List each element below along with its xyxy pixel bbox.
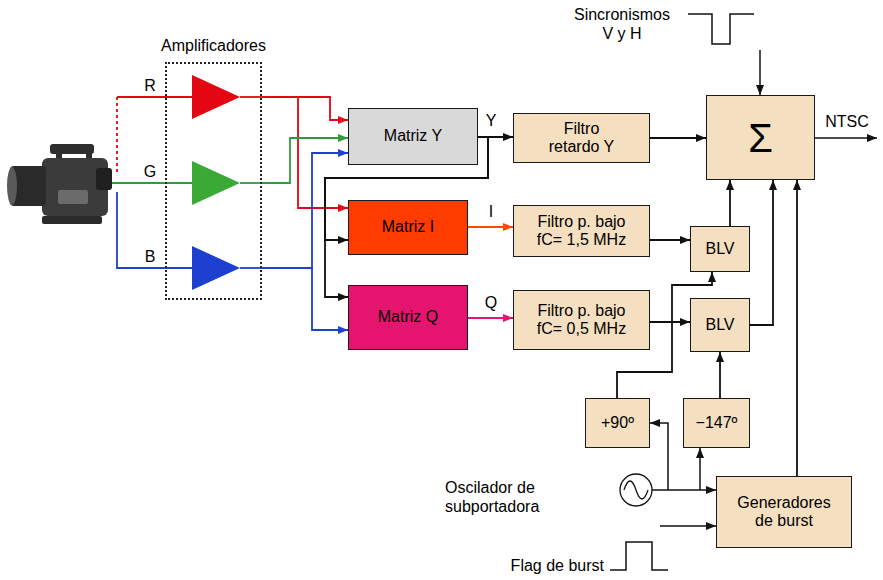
oscillator-wire	[652, 489, 716, 491]
camera-base	[42, 216, 102, 224]
output-label: NTSC	[822, 112, 872, 131]
signal-name: Y	[484, 112, 499, 130]
signal-connector	[262, 138, 348, 183]
box-label: Σ	[748, 118, 773, 158]
signal-connector	[650, 321, 690, 323]
box-label: BLV	[705, 316, 734, 334]
sync-label-holder: Sincronismos V y H	[570, 5, 674, 43]
lowpass-filter-box: Filtro p. bajo fC= 1,5 MHz	[513, 205, 650, 257]
oscillator-wire	[650, 423, 668, 490]
flag-pulse	[610, 542, 668, 570]
sync-symbol	[688, 14, 760, 95]
signal-connector	[262, 268, 348, 330]
amplifier-triangle	[192, 75, 240, 119]
burst-flag-symbol	[610, 526, 716, 570]
signal-connector	[262, 153, 348, 268]
sync-arrow	[759, 50, 761, 95]
matrix-box: Matriz Q	[348, 285, 468, 350]
signal-connector	[729, 180, 731, 226]
signal-name-holder: I	[487, 203, 495, 221]
signal-name: G	[143, 162, 157, 181]
lowpass-filter-box: Filtro p. bajo fC= 0,5 MHz	[513, 290, 650, 350]
signal-connector	[650, 239, 690, 241]
box-label: Filtro retardo Y	[544, 120, 619, 157]
signal-name-holder: R	[143, 76, 157, 95]
phase-shift-box: +90º	[585, 398, 650, 448]
signal-connector	[468, 317, 513, 319]
oscillator-circle	[620, 474, 652, 506]
signal-name-holder: Q	[483, 294, 499, 312]
box-label: Filtro p. bajo fC= 0,5 MHz	[532, 302, 632, 339]
signal-name: Q	[483, 294, 499, 312]
signal-connector	[719, 352, 721, 398]
blue-wire	[117, 192, 192, 268]
amplifier-symbols	[192, 75, 262, 290]
oscillator-wire	[699, 448, 701, 490]
oscillator-symbol	[620, 474, 652, 506]
output-arrow	[815, 137, 877, 139]
signal-connector	[750, 180, 773, 325]
signal-name: B	[143, 247, 157, 266]
box-label: Matriz Q	[378, 308, 438, 326]
box-label: Generadores de burst	[732, 494, 836, 531]
delay-filter-box: Filtro retardo Y	[513, 113, 650, 163]
flag-label-holder: Flag de burst	[500, 556, 604, 575]
box-label: −147º	[696, 414, 738, 432]
amplifier-output-wire	[240, 182, 262, 184]
signal-connector	[468, 226, 513, 228]
oscillator-label: Oscilador de subportadora	[445, 478, 551, 516]
burst-generator-box: Generadores de burst	[716, 476, 852, 548]
camera-eyepiece	[96, 168, 112, 190]
camera-wires	[112, 97, 192, 268]
box-label: Filtro p. bajo fC= 1,5 MHz	[532, 213, 632, 250]
output-label-holder: NTSC	[822, 112, 872, 131]
signal-name-holder: G	[143, 162, 157, 181]
camera-side-panel	[58, 190, 88, 204]
group-heading: Amplificadores	[161, 37, 266, 55]
matrix-box: Matriz Y	[348, 108, 478, 165]
sync-label: Sincronismos V y H	[570, 5, 674, 43]
box-label: +90º	[601, 414, 634, 432]
sine-wave	[624, 481, 648, 499]
flag-label: Flag de burst	[500, 556, 604, 575]
oscillator-label-holder: Oscilador de subportadora	[445, 478, 551, 516]
signal-name: R	[143, 76, 157, 95]
modulator-box: BLV	[690, 298, 750, 352]
amplifier-triangle	[192, 246, 240, 290]
matrix-box: Matriz I	[348, 200, 468, 255]
red-wire	[117, 96, 192, 98]
amplifier-output-wire	[240, 96, 262, 98]
amplifier-group: Amplificadores	[165, 62, 262, 300]
summing-box: Σ	[706, 95, 815, 180]
signal-name: I	[487, 203, 495, 221]
red-wire-dotted	[116, 97, 118, 172]
signal-name-holder: B	[143, 247, 157, 266]
signal-name-holder: Y	[484, 112, 499, 130]
flag-arrow	[660, 525, 716, 527]
green-wire	[112, 182, 192, 184]
signal-connector	[262, 97, 348, 120]
modulator-box: BLV	[690, 226, 750, 272]
sync-pulse	[688, 14, 754, 44]
box-label: Matriz Y	[384, 127, 442, 145]
camcorder-illustration	[7, 144, 112, 224]
box-label: Matriz I	[382, 218, 434, 236]
amplifier-triangle	[192, 161, 240, 205]
camera-lens-front	[7, 167, 17, 205]
phase-shift-box: −147º	[683, 398, 750, 448]
signal-connector	[796, 180, 798, 476]
box-label: BLV	[705, 240, 734, 258]
signal-connector	[650, 137, 706, 139]
amplifier-output-wire	[240, 267, 262, 269]
